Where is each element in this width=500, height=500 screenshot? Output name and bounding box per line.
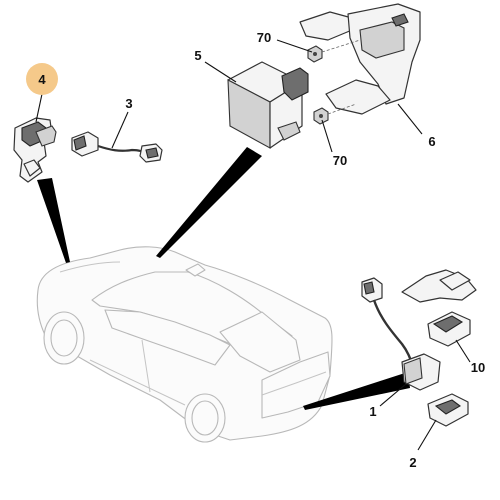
car-rear-rim [191, 400, 219, 436]
callout-2: 2 [409, 455, 416, 470]
part-70-nuts [307, 39, 361, 125]
callout-5: 5 [194, 48, 201, 63]
part-10-cover [401, 269, 477, 347]
part-4-clip [23, 159, 41, 177]
leader-70-top [276, 39, 313, 53]
part-4-sensor [13, 117, 57, 183]
part-2-center [434, 399, 461, 415]
part-5-connector [281, 67, 309, 101]
callout-10: 10 [471, 360, 485, 375]
callout-3: 3 [125, 96, 132, 111]
callout-70-top: 70 [257, 30, 271, 45]
part-6-tab [391, 13, 409, 27]
pointer-part-5 [156, 147, 262, 258]
leader-5 [204, 61, 237, 83]
part-70-nut-bottom-hole [319, 114, 323, 118]
car-front-rim [50, 319, 78, 357]
pointer-wedges [37, 147, 410, 410]
part-10-cover-top [401, 269, 477, 303]
pointer-part-1 [303, 372, 410, 410]
car-trunk [261, 351, 331, 419]
part-70-nut-top-hole [313, 52, 317, 56]
car-illustration [36, 246, 333, 443]
part-4-connector [35, 125, 57, 147]
part-1-housing-face [403, 357, 423, 385]
part-6-arm-top [299, 11, 353, 41]
part-3-plug [145, 147, 159, 159]
leader-3 [111, 111, 129, 149]
car-door-line [141, 339, 151, 393]
car-mirror [185, 263, 206, 277]
part-70-axis-top [321, 39, 361, 53]
leader-1 [379, 383, 407, 407]
callout-1: 1 [369, 404, 376, 419]
leader-6 [397, 103, 423, 135]
part-3-wire [97, 144, 147, 155]
pointer-part-4 [37, 178, 70, 263]
callout-4: 4 [38, 72, 46, 87]
part-3-connector-face [73, 135, 87, 151]
part-1-top-plug [363, 281, 375, 295]
part-6-bracket [299, 3, 421, 115]
leader-4 [35, 93, 43, 123]
part-3-harness [71, 131, 163, 163]
part-10-lens [432, 315, 464, 333]
leader-70-bottom [321, 119, 333, 153]
car-side-windows [104, 309, 231, 366]
car-rear-window [219, 311, 301, 373]
part-4-highlight-badge [26, 63, 58, 95]
part-5-module [227, 61, 309, 149]
leader-2 [417, 419, 437, 451]
part-10-cover-tab [439, 271, 471, 291]
part-6-mount [359, 21, 405, 59]
leader-lines [35, 39, 471, 451]
part-2-bracket [427, 393, 469, 427]
part-5-lower-plug [277, 121, 301, 141]
leader-10 [455, 339, 471, 363]
car-taillight [261, 371, 327, 396]
part-1-cable [372, 299, 414, 365]
callout-6: 6 [428, 134, 435, 149]
callout-labels: 4 3 5 70 70 6 1 2 10 [26, 30, 485, 470]
part-1-sensor [361, 277, 441, 391]
callout-70-bottom: 70 [333, 153, 347, 168]
part-6-lower-arm [325, 79, 391, 115]
car-sill-line [89, 359, 186, 406]
car-hood-line [59, 261, 121, 273]
